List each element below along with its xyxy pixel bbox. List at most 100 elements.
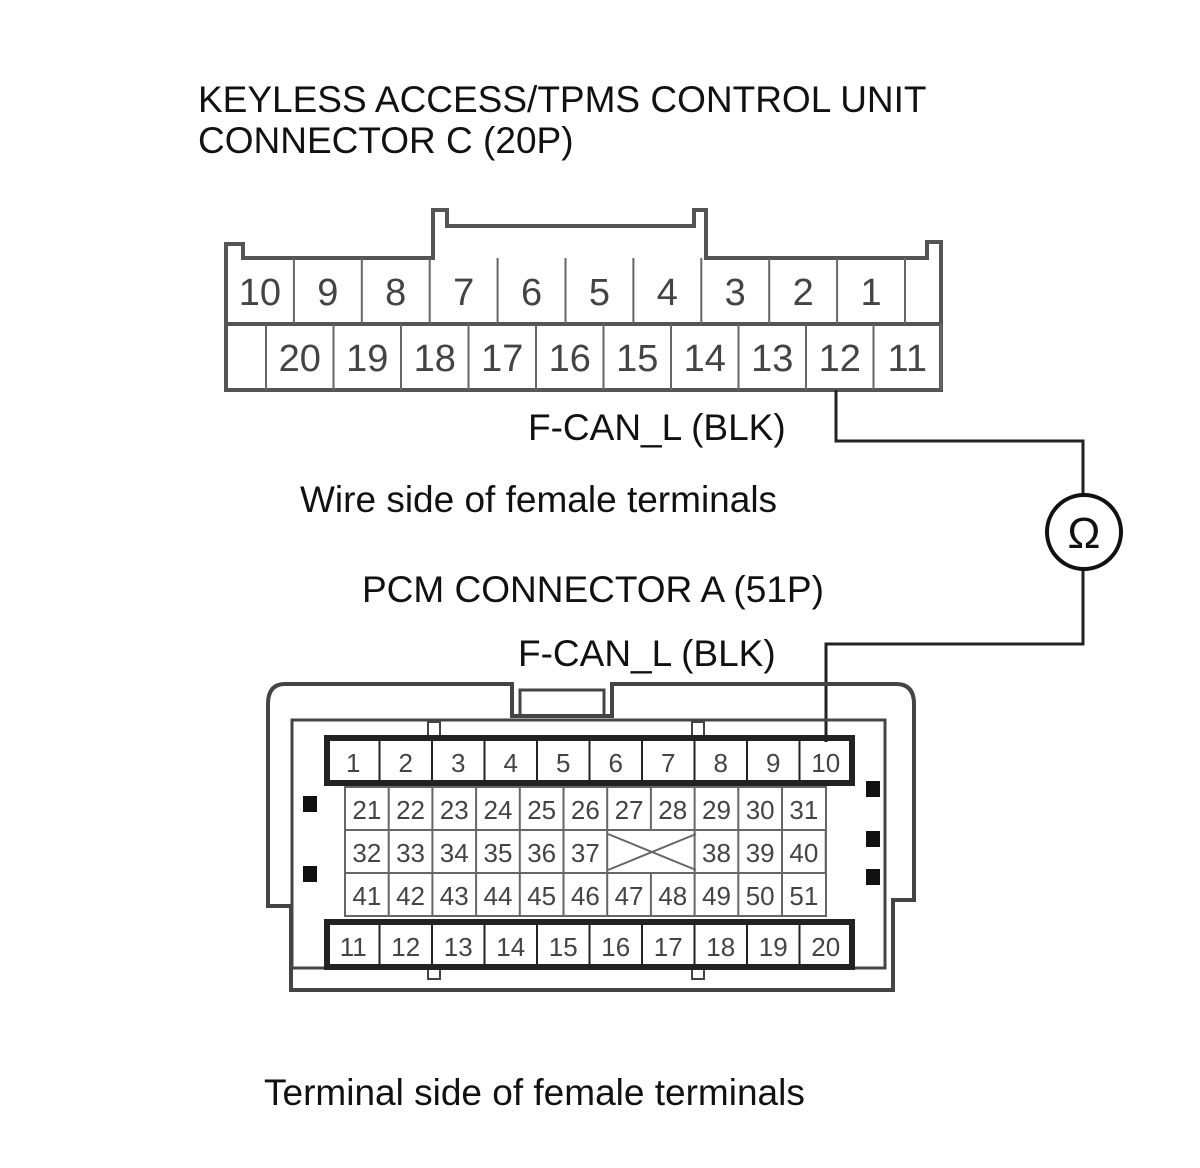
cc-pin-2: 2: [793, 272, 814, 314]
ca-pin-37: 37: [571, 838, 600, 868]
ca-pin-16: 16: [601, 932, 630, 962]
cc-pin-14: 14: [684, 338, 726, 380]
cc-pin-16: 16: [549, 338, 591, 380]
ca-pin-48: 48: [658, 881, 687, 911]
ca-pin-15: 15: [549, 932, 578, 962]
ca-pin-31: 31: [789, 795, 818, 825]
connector-a-blank-cross: [607, 833, 697, 871]
ca-pin-11: 11: [340, 932, 367, 962]
cc-pin-17: 17: [481, 338, 523, 380]
cc-pin-18: 18: [414, 338, 456, 380]
cc-pin-7: 7: [453, 272, 474, 314]
connector-a-top-frame: [324, 735, 855, 786]
connector-c-bottom-dividers: [265, 324, 942, 390]
ca-pin-5: 5: [556, 748, 570, 778]
cc-pin-12: 12: [819, 338, 861, 380]
ca-pin-25: 25: [527, 795, 556, 825]
ca-pin-39: 39: [746, 838, 775, 868]
ca-pin-24: 24: [483, 795, 512, 825]
ca-pin-7: 7: [661, 748, 675, 778]
connector-a-bottom-frame: [324, 919, 855, 970]
connector-c-top-row: 10 9 8 7 6 5 4 3 2 1: [239, 272, 882, 314]
connector-c-wire-label: F-CAN_L (BLK): [528, 407, 786, 448]
ca-pin-49: 49: [702, 881, 731, 911]
ca-pin-47: 47: [615, 881, 644, 911]
ca-pin-12: 12: [391, 932, 420, 962]
ca-pin-19: 19: [759, 932, 788, 962]
connector-a-housing: [266, 682, 916, 992]
connector-c-title-line1: KEYLESS ACCESS/TPMS CONTROL UNIT: [198, 79, 927, 120]
cc-pin-9: 9: [317, 272, 338, 314]
connector-c-title-line2: CONNECTOR C (20P): [198, 120, 574, 161]
connector-a-bottom-row: 11 12 13 14 15 16 17 18 19 20: [340, 932, 840, 962]
ca-pin-50: 50: [746, 881, 775, 911]
connector-c-side-label: Wire side of female terminals: [300, 479, 777, 520]
cc-pin-10: 10: [239, 272, 281, 314]
cc-pin-3: 3: [725, 272, 746, 314]
ca-pin-9: 9: [766, 748, 780, 778]
ca-pin-2: 2: [399, 748, 413, 778]
connector-a-side-label: Terminal side of female terminals: [264, 1072, 805, 1113]
ca-pin-27: 27: [615, 795, 644, 825]
ca-pin-44: 44: [483, 881, 512, 911]
ca-pin-30: 30: [746, 795, 775, 825]
ca-pin-26: 26: [571, 795, 600, 825]
connector-a-bottom-dividers: [378, 925, 801, 964]
connector-a-wire-label: F-CAN_L (BLK): [518, 633, 776, 674]
ca-pin-42: 42: [396, 881, 425, 911]
ca-pin-3: 3: [451, 748, 465, 778]
ca-pin-33: 33: [396, 838, 425, 868]
ca-pin-40: 40: [789, 838, 818, 868]
connector-c-top-dividers: [292, 258, 906, 324]
ca-pin-1: 1: [346, 748, 360, 778]
connector-a-row-2: 21 22 23 24 25 26 27 28 29 30 31: [352, 795, 818, 825]
ca-pin-8: 8: [714, 748, 728, 778]
ca-pin-41: 41: [352, 881, 381, 911]
ca-pin-18: 18: [706, 932, 735, 962]
connector-c-bottom-row: 20 19 18 17 16 15 14 13 12 11: [279, 338, 927, 380]
cc-pin-4: 4: [657, 272, 678, 314]
ca-pin-10: 10: [811, 748, 840, 778]
ca-pin-36: 36: [527, 838, 556, 868]
ohmmeter-wire: [824, 390, 1085, 742]
cc-pin-11: 11: [888, 338, 927, 380]
ca-pin-38: 38: [702, 838, 731, 868]
cc-pin-6: 6: [521, 272, 542, 314]
ohm-symbol: Ω: [1068, 509, 1101, 558]
ca-pin-23: 23: [440, 795, 469, 825]
connector-a-title: PCM CONNECTOR A (51P): [362, 569, 824, 610]
ca-pin-34: 34: [440, 838, 469, 868]
ca-pin-21: 21: [352, 795, 381, 825]
ca-pin-45: 45: [527, 881, 556, 911]
cc-pin-1: 1: [860, 272, 881, 314]
ca-pin-32: 32: [352, 838, 381, 868]
connector-a-row-3-right: 38 39 40: [702, 838, 818, 868]
connector-c-housing: [224, 208, 943, 392]
cc-pin-5: 5: [589, 272, 610, 314]
connector-a-row-4: 41 42 43 44 45 46 47 48 49 50 51: [352, 881, 818, 911]
ca-pin-4: 4: [504, 748, 518, 778]
ohmmeter: Ω: [1045, 493, 1123, 571]
ca-pin-13: 13: [444, 932, 473, 962]
ca-pin-46: 46: [571, 881, 600, 911]
cc-pin-15: 15: [616, 338, 658, 380]
ca-pin-17: 17: [654, 932, 683, 962]
cc-pin-8: 8: [385, 272, 406, 314]
ca-pin-6: 6: [609, 748, 623, 778]
connector-a-locks: [303, 781, 880, 885]
ca-pin-22: 22: [396, 795, 425, 825]
ca-pin-28: 28: [658, 795, 687, 825]
ca-pin-51: 51: [789, 881, 818, 911]
cc-pin-20: 20: [279, 338, 321, 380]
cc-pin-13: 13: [751, 338, 793, 380]
ca-pin-14: 14: [496, 932, 525, 962]
connector-a-top-dividers: [378, 741, 801, 780]
connector-a-middle-dividers: [387, 787, 827, 916]
ca-pin-29: 29: [702, 795, 731, 825]
ca-pin-20: 20: [811, 932, 840, 962]
ca-pin-43: 43: [440, 881, 469, 911]
cc-pin-19: 19: [346, 338, 388, 380]
connector-a-top-row: 1 2 3 4 5 6 7 8 9 10: [346, 748, 840, 778]
